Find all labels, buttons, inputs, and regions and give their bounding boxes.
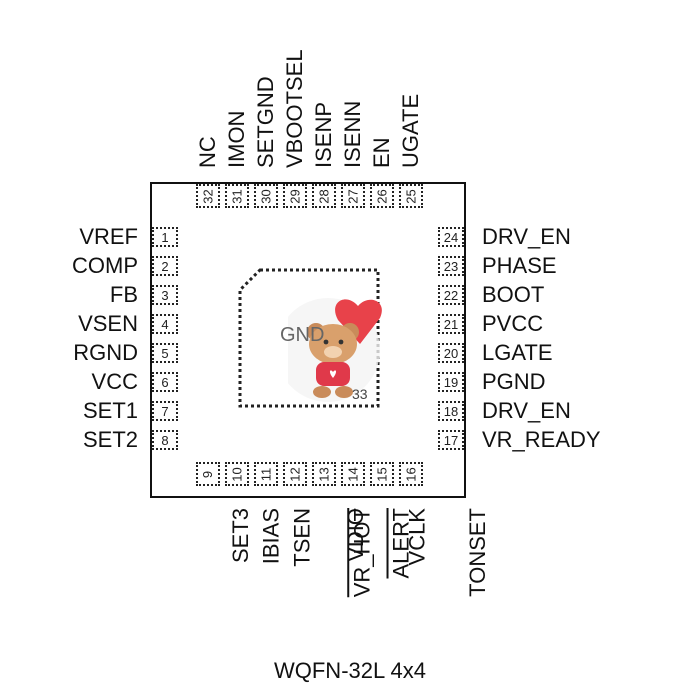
pin-label-set2: SET2 bbox=[82, 427, 138, 452]
pin-label-vclk: VCLK bbox=[404, 508, 430, 566]
pin-label-tonset: TONSET bbox=[464, 508, 490, 597]
pin-pad-19: 19 bbox=[438, 372, 464, 392]
pin-label-pvcc: PVCC bbox=[482, 311, 544, 336]
pin-label-nc: NC bbox=[195, 136, 220, 168]
pin-label-fb: FB bbox=[109, 282, 138, 307]
exposed-pad-outline bbox=[238, 268, 380, 408]
pin-pad-28: 28 bbox=[312, 184, 336, 208]
pin-number-32: 32 bbox=[200, 188, 216, 204]
ground-label: GND bbox=[280, 324, 325, 346]
pin-label-phase: PHASE bbox=[482, 253, 557, 278]
pin-pad-12: 12 bbox=[283, 462, 307, 486]
pin-number-31: 31 bbox=[229, 188, 245, 204]
pin-pad-18: 18 bbox=[438, 401, 464, 421]
pin-number-25: 25 bbox=[403, 188, 419, 204]
pin-number-28: 28 bbox=[316, 188, 332, 204]
pin-pad-2: 2 bbox=[152, 256, 178, 276]
teddy-bear-with-heart-icon bbox=[288, 298, 382, 402]
pin-pad-17: 17 bbox=[438, 430, 464, 450]
pin-number-10: 10 bbox=[229, 466, 245, 482]
pin-label-drv-en: DRV_EN bbox=[482, 224, 571, 249]
pin-number-14: 14 bbox=[345, 466, 361, 482]
pin-label-vcc: VCC bbox=[91, 369, 138, 394]
pin-number-9: 9 bbox=[200, 470, 216, 478]
pin-label-isenp: ISENP bbox=[311, 101, 336, 168]
pin-number-27: 27 bbox=[345, 188, 361, 204]
pin-pad-9: 9 bbox=[196, 462, 220, 486]
pin-label-vref: VREF bbox=[79, 224, 138, 249]
pin-pad-26: 26 bbox=[370, 184, 394, 208]
pin-pad-3: 3 bbox=[152, 285, 178, 305]
pin-number-30: 30 bbox=[258, 188, 274, 204]
pin-label-setgnd: SETGND bbox=[253, 76, 278, 168]
pin-label-set3: SET3 bbox=[228, 508, 254, 564]
pin-label-vr-ready: VR_READY bbox=[482, 427, 601, 452]
pin-number-11: 11 bbox=[258, 467, 274, 481]
pin-pad-11: 11 bbox=[254, 462, 278, 486]
pin-number-12: 12 bbox=[287, 466, 303, 482]
pin-number-26: 26 bbox=[374, 188, 390, 204]
pin-pad-20: 20 bbox=[438, 343, 464, 363]
pin-pad-8: 8 bbox=[152, 430, 178, 450]
pin-pad-32: 32 bbox=[196, 184, 220, 208]
pin-label-vdio: VDIO bbox=[342, 508, 368, 562]
pin-number-29: 29 bbox=[287, 188, 303, 204]
pin-pad-14: 14 bbox=[341, 462, 365, 486]
pin-label-comp: COMP bbox=[72, 253, 138, 278]
package-label: WQFN-32L 4x4 bbox=[273, 658, 426, 683]
pin-pad-29: 29 bbox=[283, 184, 307, 208]
pin-pad-16: 16 bbox=[399, 462, 423, 486]
exposed-pad-number: 33 bbox=[352, 386, 368, 402]
pin-pad-24: 24 bbox=[438, 227, 464, 247]
pin-pad-31: 31 bbox=[225, 184, 249, 208]
pin-label-ugate: UGATE bbox=[398, 93, 423, 168]
pin-pad-30: 30 bbox=[254, 184, 278, 208]
pin-pad-1: 1 bbox=[152, 227, 178, 247]
pin-pad-21: 21 bbox=[438, 314, 464, 334]
pin-pad-25: 25 bbox=[399, 184, 423, 208]
pin-label-boot: BOOT bbox=[482, 282, 545, 307]
pin-pad-13: 13 bbox=[312, 462, 336, 486]
pin-pad-22: 22 bbox=[438, 285, 464, 305]
pin-pad-7: 7 bbox=[152, 401, 178, 421]
pin-label-pgnd: PGND bbox=[482, 369, 546, 394]
pin-label-set1: SET1 bbox=[82, 398, 138, 423]
pin-number-15: 15 bbox=[374, 466, 390, 482]
pin-pad-10: 10 bbox=[225, 462, 249, 486]
pin-label-isenn: ISENN bbox=[340, 100, 365, 168]
pin-number-13: 13 bbox=[316, 466, 332, 482]
pin-label-ibias: IBIAS bbox=[258, 508, 284, 565]
pin-label-tsen: TSEN bbox=[289, 508, 315, 567]
pin-pad-5: 5 bbox=[152, 343, 178, 363]
pin-label-imon: IMON bbox=[224, 110, 249, 168]
pin-pad-6: 6 bbox=[152, 372, 178, 392]
pin-label-lgate: LGATE bbox=[482, 340, 553, 365]
pin-label-vsen: VSEN bbox=[78, 311, 138, 336]
pin-label-vbootsel: VBOOTSEL bbox=[282, 49, 307, 168]
pin-label-en: EN bbox=[369, 137, 394, 168]
pin-pad-15: 15 bbox=[370, 462, 394, 486]
pin-pad-23: 23 bbox=[438, 256, 464, 276]
pin-label-drv-en: DRV_EN bbox=[482, 398, 571, 423]
pin-pad-27: 27 bbox=[341, 184, 365, 208]
pin-label-rgnd: RGND bbox=[73, 340, 138, 365]
pin-number-16: 16 bbox=[403, 466, 419, 482]
pin-pad-4: 4 bbox=[152, 314, 178, 334]
